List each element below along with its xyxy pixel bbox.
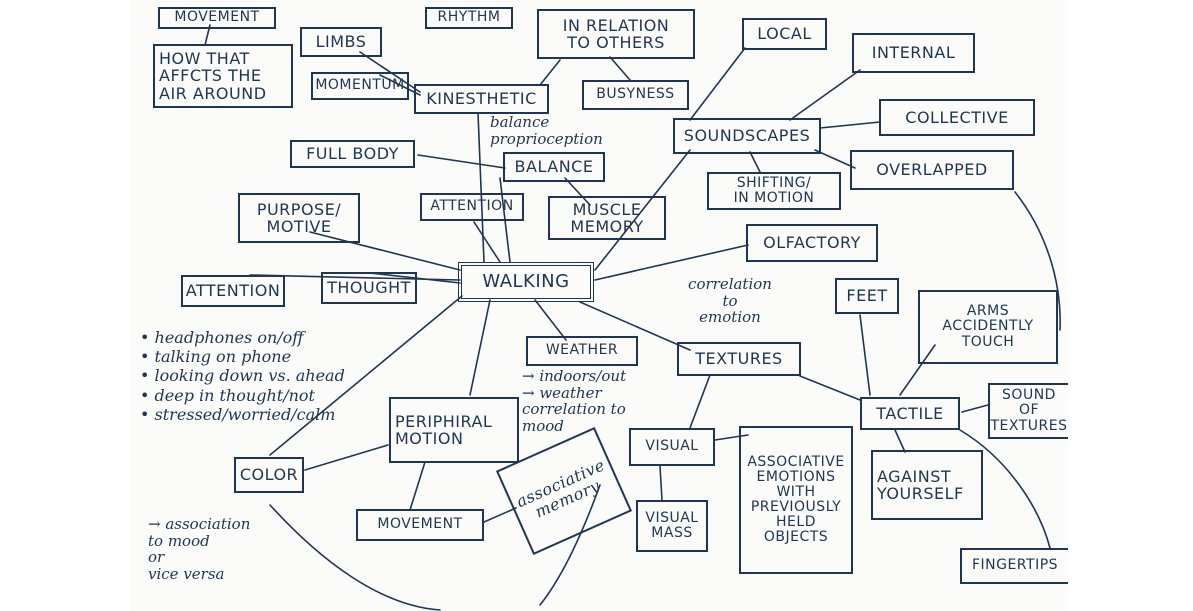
link-walking-purpose <box>309 231 461 271</box>
node-kinesthetic: KINESTHETIC <box>414 84 549 114</box>
node-peripheral-motion: PERIPHIRAL MOTION <box>389 397 519 463</box>
link-walking-color <box>269 295 463 456</box>
node-visual-mass: VISUAL MASS <box>636 500 708 552</box>
node-thought: THOUGHT <box>321 272 417 304</box>
attention-bullet: • talking on phone <box>140 347 292 367</box>
node-movement-bottom: MOVEMENT <box>356 509 484 541</box>
link-sound-internal <box>789 69 861 121</box>
link-balance-muscle <box>564 177 591 206</box>
link-memory-curve <box>539 484 601 606</box>
node-full-body: FULL BODY <box>290 140 415 168</box>
node-walking: WALKING <box>458 262 594 302</box>
node-local: LOCAL <box>742 18 827 50</box>
link-tactile-against <box>894 429 906 453</box>
note-balance-proprioception: balance proprioception <box>490 113 603 148</box>
node-attention-left: ATTENTION <box>181 275 285 307</box>
node-busyness: BUSYNESS <box>582 80 689 110</box>
note-color-sub: → association to mood or vice versa <box>148 515 251 583</box>
attention-bullet: • looking down vs. ahead <box>140 366 345 386</box>
node-fingertips: FINGERTIPS <box>960 548 1068 584</box>
link-kin-momentum <box>379 74 421 96</box>
link-busyness-relation <box>609 56 631 81</box>
node-balance: BALANCE <box>503 152 605 182</box>
attention-bullet-list: • headphones on/off • talking on phone •… <box>140 328 400 424</box>
attention-bullet: • stressed/worried/calm <box>140 404 336 424</box>
link-walking-corr <box>594 149 691 271</box>
node-purpose-motive: PURPOSE/ MOTIVE <box>238 193 360 243</box>
node-limbs: LIMBS <box>300 27 382 57</box>
node-feet: FEET <box>835 278 899 314</box>
node-sound-of-textures: SOUND OF TEXTURES <box>988 383 1068 439</box>
link-peripheral-color <box>304 444 389 471</box>
link-kin-relation <box>539 59 561 86</box>
note-correlation-emotion: correlation to emotion <box>688 275 772 326</box>
note-weather-sub: → indoors/out → weather correlation to m… <box>522 367 627 435</box>
link-tactile-arms <box>899 344 936 396</box>
node-weather: WEATHER <box>526 336 638 366</box>
link-sound-local <box>689 47 746 121</box>
attention-bullet: • headphones on/off <box>140 328 304 347</box>
node-rhythm: RHYTHM <box>425 7 513 29</box>
node-tactile: TACTILE <box>860 397 960 430</box>
node-textures: TEXTURES <box>677 342 801 376</box>
link-visual-assoc <box>714 434 749 441</box>
link-visual-mass <box>659 465 663 501</box>
link-walking-kinesthetic <box>477 112 485 263</box>
attention-bullet: • deep in thought/not <box>140 385 315 405</box>
node-how-that-affects: HOW THAT AFFCTS THE AIR AROUND <box>153 44 293 108</box>
link-sound-overlapped <box>814 149 856 169</box>
link-walking-weather <box>534 299 567 341</box>
node-arms-touch: ARMS ACCIDENTLY TOUCH <box>918 290 1058 364</box>
link-peripheral-movement <box>409 461 426 511</box>
link-fullbody-balance <box>417 154 506 169</box>
node-against-yourself: AGAINST YOURSELF <box>871 450 983 520</box>
link-textures-visual <box>689 374 711 429</box>
link-movement-memory <box>483 507 517 523</box>
node-momentum: MOMENTUM <box>311 72 409 100</box>
link-walking-textures <box>579 301 691 351</box>
node-color: COLOR <box>234 457 304 493</box>
link-sound-shifting <box>749 151 761 173</box>
node-olfactory: OLFACTORY <box>746 224 878 262</box>
node-in-relation: IN RELATION TO OTHERS <box>537 9 695 59</box>
node-associative-emotions: ASSOCIATIVE EMOTIONS WITH PREVIOUSLY HEL… <box>739 426 853 574</box>
link-tactile-feet <box>859 314 871 396</box>
link-walking-attention-top <box>473 221 501 263</box>
link-tactile-fingertips <box>959 429 1051 549</box>
node-attention-top: ATTENTION <box>420 193 524 221</box>
link-arms-overlapped <box>1014 191 1061 331</box>
link-walking-olfactory <box>594 244 749 281</box>
link-color-curve <box>269 504 441 611</box>
link-sound-collective <box>819 121 881 129</box>
link-tactile-sound <box>961 404 989 413</box>
node-visual: VISUAL <box>629 428 715 466</box>
node-internal: INTERNAL <box>852 33 975 73</box>
link-walking-peripheral <box>469 299 491 396</box>
node-movement-top: MOVEMENT <box>158 7 276 29</box>
node-overlapped: OVERLAPPED <box>850 150 1014 190</box>
node-shifting: SHIFTING/ IN MOTION <box>707 172 841 210</box>
node-soundscapes: SOUNDSCAPES <box>673 118 821 154</box>
link-textures-tactile <box>799 375 861 401</box>
node-muscle-memory: MUSCLE MEMORY <box>548 196 666 240</box>
node-collective: COLLECTIVE <box>879 99 1035 136</box>
paper-sheet <box>130 0 1068 611</box>
